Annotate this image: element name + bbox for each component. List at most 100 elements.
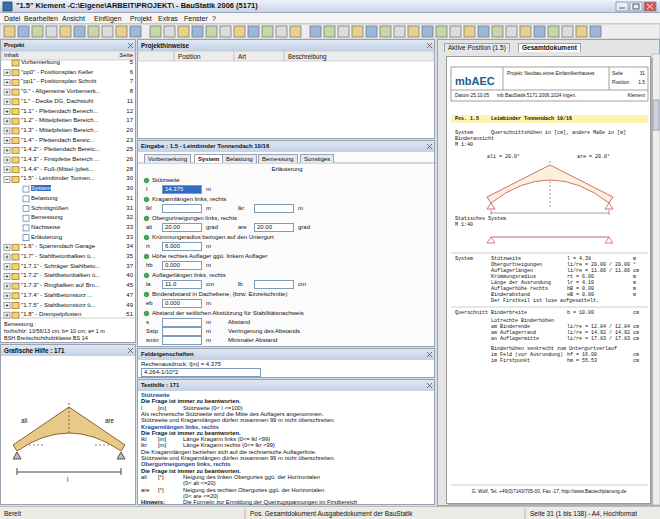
document-text: Statisches System <box>455 216 506 222</box>
tree-item: 6 <box>130 69 133 75</box>
text-frame: hB = 0.00 <box>567 287 594 293</box>
field-label: smin <box>146 337 159 343</box>
tree-item: Erläuterung <box>31 234 62 240</box>
text-frame: 34 <box>126 243 133 250</box>
text-frame: ° <box>633 263 636 269</box>
text-frame: "1.1" - Pfettendach Bereich... <box>21 108 98 115</box>
decoration <box>6 111 9 112</box>
decoration <box>6 101 9 102</box>
text-frame: 31 <box>640 71 645 77</box>
help-text: Kragarmlängen links, rechts <box>141 424 219 430</box>
document-text: Krümmungsradius <box>491 274 536 280</box>
text-frame: ali <box>21 417 27 424</box>
position-icon <box>12 283 19 289</box>
text-frame: la <box>146 281 151 288</box>
text-frame: Art <box>238 53 246 60</box>
text-frame: mb BauStatik 5171 2006.1024 Ingen. <box>497 93 576 99</box>
text-frame: "1.7.3" - Ringbalken auf Bm... <box>21 282 100 289</box>
text-frame: Statisches System <box>455 217 506 223</box>
position-icon <box>12 167 19 173</box>
expand-box <box>4 303 10 309</box>
tree-item: 40 <box>126 272 133 278</box>
toolbar-band <box>0 24 660 39</box>
decoration <box>7 71 8 74</box>
text-frame: m <box>206 243 211 250</box>
text-frame: Extras <box>158 15 178 23</box>
empty-input <box>162 204 202 213</box>
text-frame: Rechenausdruck: l[m] = 4.375 <box>141 361 221 368</box>
text-frame: hx/hs/hlz: 13/56/13 cm; b= 10 cm; a= 1 m <box>4 328 105 334</box>
text-frame: "1.4.4" - Fuß-(Mittel-)pfett... <box>21 166 94 173</box>
tree-item: 32 <box>126 214 133 220</box>
menu-item: Extras <box>158 15 178 22</box>
text-frame: are <box>141 487 149 494</box>
text-frame: m <box>298 205 303 212</box>
field-text: 4.264-1/10*2 <box>144 369 178 375</box>
text-frame: 12 <box>126 108 133 115</box>
field-label: lkr <box>238 205 244 211</box>
toolbar-icon <box>276 26 287 37</box>
field-label: Sstp <box>146 328 158 334</box>
tree-item: Nachweise <box>31 224 60 230</box>
empty-input <box>162 318 202 327</box>
text-frame: 0.000 <box>162 299 202 308</box>
text-frame: grad <box>298 224 310 231</box>
toolbar-icon <box>534 26 545 37</box>
expand-box <box>4 283 10 289</box>
field-label: m <box>206 243 211 249</box>
field-label: l <box>146 186 147 192</box>
help-text: Obergurtneigungen links, rechts <box>141 461 231 467</box>
decoration <box>1 318 137 319</box>
status-text: Pos. Gesamtdokument Ausgabedokument der … <box>250 510 413 517</box>
dimension-line <box>491 213 609 214</box>
help-text: Texthilfe : 171 <box>141 382 179 388</box>
text-frame: BSH Brettschichtholzklasse BS 14 <box>4 335 88 341</box>
text-frame: smin <box>146 337 159 344</box>
project-panel: ProjektInhaltSeiteVorbemerkung5"pp0" - P… <box>0 39 136 343</box>
rule <box>451 485 648 486</box>
document-text: 31 <box>640 71 645 76</box>
figure-label: l <box>67 476 68 483</box>
field-label: 20.00 <box>257 224 272 230</box>
tree-item: Seite <box>119 52 133 58</box>
text-frame: 45 <box>126 282 133 289</box>
decoration <box>7 129 8 132</box>
text-frame: m <box>633 287 636 293</box>
text-frame: im Firstpunkt <box>491 359 530 365</box>
tree-item: "pp1" - Positionsplan Schnitt <box>21 78 96 84</box>
tree-item: 11 <box>127 98 133 104</box>
toolbar-icon <box>102 26 113 37</box>
tree-item: "1." - Decke DG, Dachstuhl <box>21 98 93 104</box>
decoration <box>525 508 526 519</box>
tree-item: "1.7.1" - Schräger Stahlbeto... <box>21 263 100 269</box>
support <box>487 203 495 209</box>
text-frame: eB = 0.00 <box>567 293 594 299</box>
text-frame: 31 <box>126 195 133 202</box>
toolbar-icon <box>32 26 43 37</box>
field-label: 0.000 <box>165 262 180 268</box>
text-frame: Auflagerlängen <box>491 269 533 275</box>
tree-item: 7 <box>130 78 133 84</box>
text-frame: Stützweite <box>152 177 180 184</box>
text-frame: Kragarmlängen links, rechts <box>152 196 226 203</box>
text-frame: Hinweis: <box>141 499 165 506</box>
field-marker <box>144 273 149 278</box>
document-text: hf = 16.00 <box>567 352 597 358</box>
decoration <box>7 275 8 278</box>
field-text: Feldeigenschaften <box>141 351 194 357</box>
document-text: Binderbreite <box>491 310 527 316</box>
text-frame: Krümmungsradius <box>491 275 536 281</box>
document-text: rt = 6.00 <box>567 274 594 280</box>
text-frame: Datei <box>4 15 20 23</box>
text-frame: Länge Kragarm rechts (0<= lkr <99) <box>183 442 275 449</box>
text-frame: Kragarmlängen links, rechts <box>141 424 219 431</box>
text-frame: [°] <box>158 474 164 481</box>
field-label: Höhe rechtes Auflager ggü. linkem Auflag… <box>152 253 267 259</box>
tree-item: 23 <box>126 137 133 143</box>
text-frame: 28 <box>126 166 133 173</box>
field-marker <box>144 178 149 183</box>
document-text: cm <box>633 268 639 274</box>
document-text: am Auflagerrand <box>491 330 536 336</box>
empty-input <box>254 280 294 289</box>
field-label: System <box>198 156 219 162</box>
